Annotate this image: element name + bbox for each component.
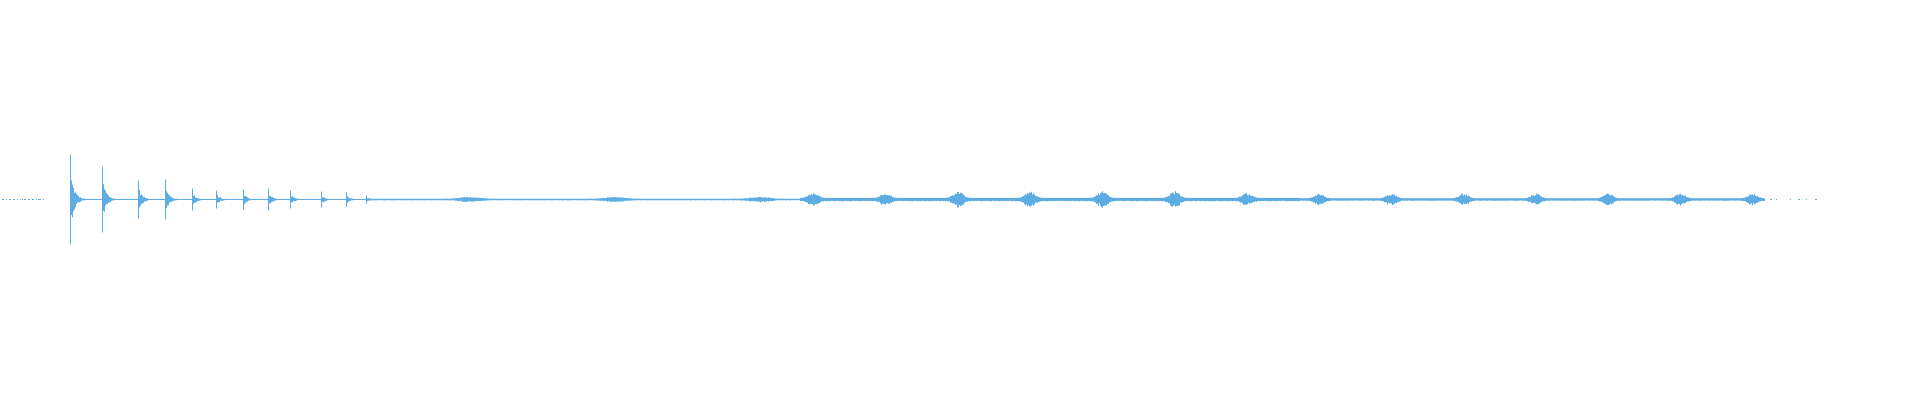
waveform-sample	[28, 199, 30, 200]
waveform-sample	[22, 199, 23, 200]
waveform-sample	[36, 199, 37, 200]
waveform-samples	[2, 154, 1817, 245]
waveform-sample	[1806, 199, 1807, 200]
waveform-sample	[38, 199, 40, 200]
waveform-sample	[1770, 199, 1772, 200]
waveform-sample	[2, 199, 4, 200]
waveform-sample	[43, 199, 44, 200]
waveform-sample	[1798, 199, 1800, 200]
waveform-sample	[40, 199, 41, 200]
waveform-sample	[1815, 199, 1817, 200]
waveform-sample	[1776, 199, 1777, 200]
waveform-sample	[17, 199, 18, 200]
waveform-sample	[24, 199, 26, 200]
waveform-sample	[20, 199, 21, 200]
waveform-sample	[6, 199, 7, 200]
waveform-sample	[1790, 199, 1791, 200]
waveform-sample	[9, 199, 11, 200]
waveform-sample	[32, 199, 34, 200]
waveform-sample	[13, 199, 15, 200]
